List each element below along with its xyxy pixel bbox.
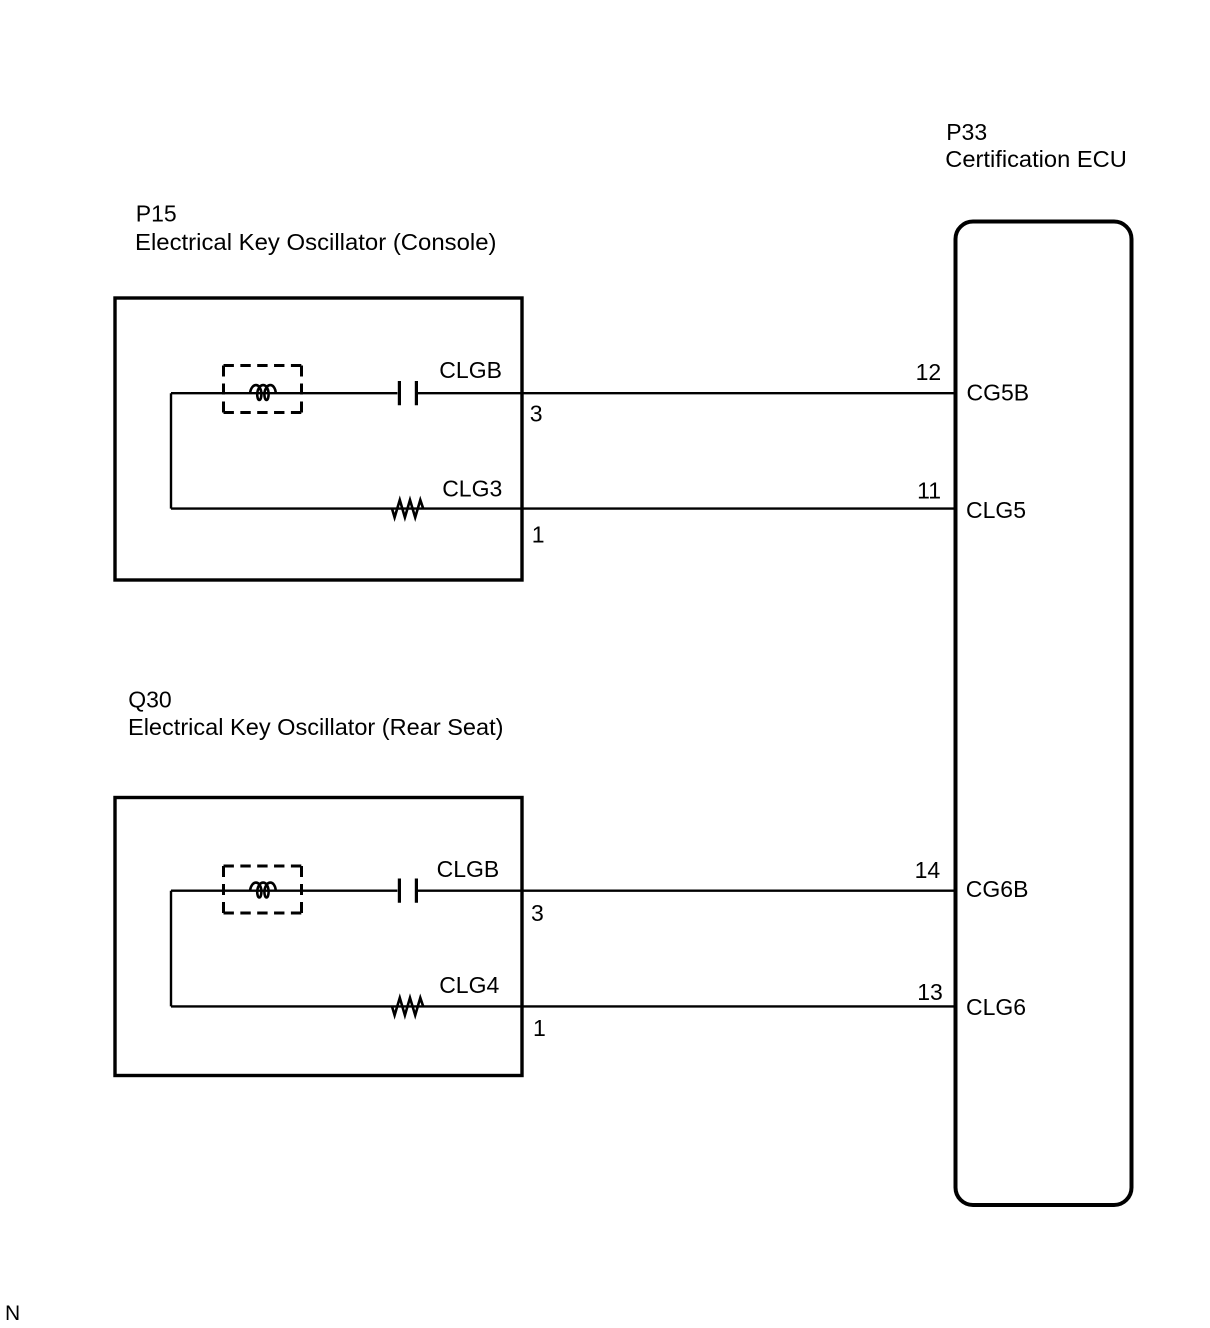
svg-text:Q30: Q30 xyxy=(128,687,171,713)
svg-text:P33: P33 xyxy=(946,119,987,145)
svg-text:CLGB: CLGB xyxy=(437,856,500,882)
svg-text:CLG3: CLG3 xyxy=(442,475,502,501)
svg-text:CG6B: CG6B xyxy=(966,876,1029,902)
svg-text:P15: P15 xyxy=(136,201,177,227)
svg-text:Electrical Key Oscillator (Con: Electrical Key Oscillator (Console) xyxy=(135,229,497,255)
svg-text:14: 14 xyxy=(915,857,941,883)
svg-text:1: 1 xyxy=(533,1015,546,1041)
svg-text:CLG5: CLG5 xyxy=(966,497,1026,523)
svg-text:CG5B: CG5B xyxy=(967,380,1030,406)
svg-text:CLGB: CLGB xyxy=(439,357,502,383)
svg-text:12: 12 xyxy=(916,359,942,385)
svg-text:Electrical Key Oscillator (Rea: Electrical Key Oscillator (Rear Seat) xyxy=(128,714,504,740)
svg-text:1: 1 xyxy=(532,521,545,547)
svg-text:3: 3 xyxy=(530,401,543,427)
svg-text:CLG4: CLG4 xyxy=(439,972,499,998)
svg-text:Certification ECU: Certification ECU xyxy=(945,146,1127,172)
svg-text:3: 3 xyxy=(531,900,544,926)
svg-text:N: N xyxy=(5,1302,20,1325)
svg-text:CLG6: CLG6 xyxy=(966,994,1026,1020)
svg-text:11: 11 xyxy=(917,478,941,504)
svg-text:13: 13 xyxy=(917,979,943,1005)
